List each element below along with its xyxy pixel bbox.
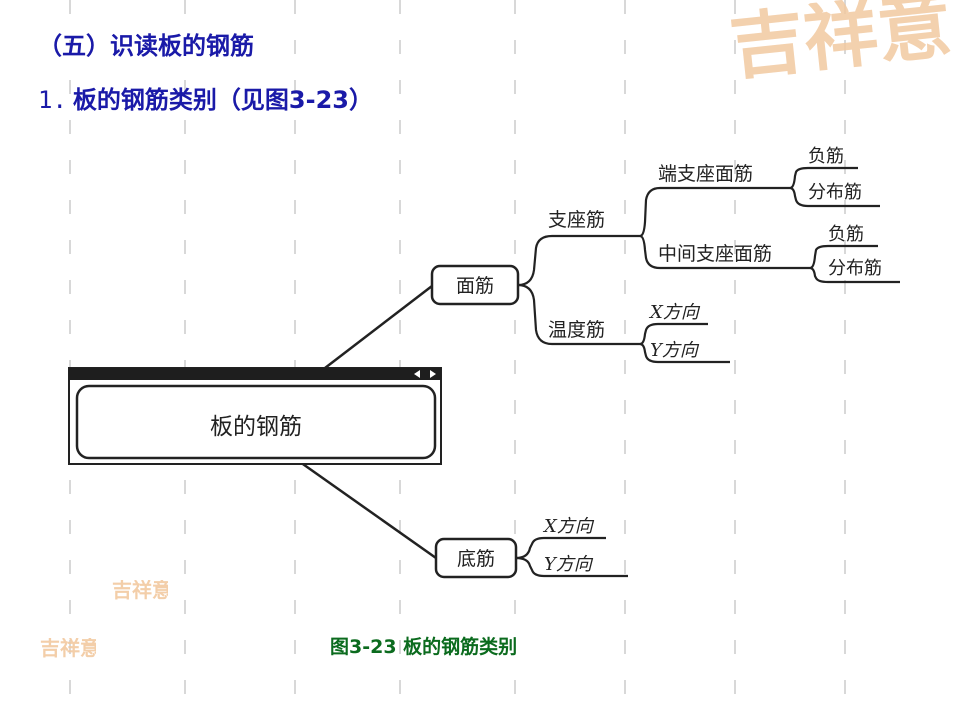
subsection-number: 1. xyxy=(38,86,67,114)
top-node: 面筋 xyxy=(430,264,520,306)
root-node: 板的钢筋 xyxy=(68,367,442,465)
middle-support-branches xyxy=(809,244,900,284)
figure-caption: 图3-23 板的钢筋类别 xyxy=(330,636,518,658)
subsection-title: 板的钢筋类别（见图3-23） xyxy=(72,86,373,114)
connector-root-top xyxy=(324,285,433,369)
bottom-node-branches xyxy=(515,536,628,578)
top-node-label: 面筋 xyxy=(456,275,494,297)
subsection-heading: 1.板的钢筋类别（见图3-23） xyxy=(38,80,373,115)
end-support-branches xyxy=(789,166,880,208)
middle-support-distribution-label: 分布筋 xyxy=(828,258,882,279)
middle-support-negative-label: 负筋 xyxy=(828,224,864,245)
temperature-bar-label: 温度筋 xyxy=(548,319,605,341)
end-support-label: 端支座面筋 xyxy=(658,163,753,185)
bottom-y-direction-label: Y方向 xyxy=(544,554,594,575)
connector-root-bottom xyxy=(299,460,437,560)
end-support-distribution-label: 分布筋 xyxy=(808,182,862,203)
section-heading: （五）识读板的钢筋 xyxy=(38,32,254,60)
middle-support-label: 中间支座面筋 xyxy=(658,243,772,265)
temperature-y-direction-label: Y方向 xyxy=(650,340,700,361)
watermark-seal-small: 吉祥意 xyxy=(112,580,168,602)
support-bar-branches xyxy=(639,186,810,270)
bottom-node-label: 底筋 xyxy=(457,548,495,570)
temperature-bar-branches xyxy=(639,322,730,364)
bottom-x-direction-label: X方向 xyxy=(542,516,595,537)
bottom-node: 底筋 xyxy=(434,537,518,579)
temperature-x-direction-label: X方向 xyxy=(648,302,701,323)
scroll-left-icon xyxy=(414,370,420,378)
top-node-branches xyxy=(517,234,640,346)
root-node-titlebar xyxy=(69,368,441,380)
watermark-seal-small: 吉祥意 xyxy=(40,638,96,660)
scroll-right-icon xyxy=(430,370,436,378)
end-support-negative-label: 负筋 xyxy=(808,146,844,167)
root-label: 板的钢筋 xyxy=(210,414,302,440)
support-bar-label: 支座筋 xyxy=(548,209,605,231)
